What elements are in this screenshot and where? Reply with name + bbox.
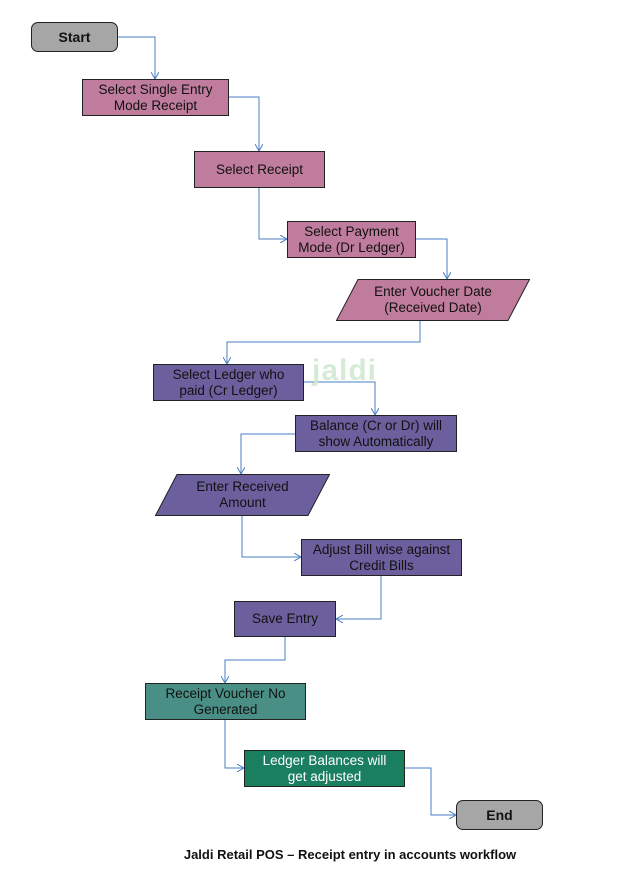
enter-voucher-date-label: Enter Voucher Date (Received Date)	[374, 284, 492, 315]
start-node: Start	[31, 22, 118, 52]
enter-voucher-date-shape	[336, 279, 530, 321]
connector-arrow-3	[258, 188, 287, 239]
connector-arrow-10	[225, 637, 286, 683]
balance-show-automatically-label: Balance (Cr or Dr) will show Automatical…	[309, 417, 443, 449]
select-payment-mode-node: Select Payment Mode (Dr Ledger)	[287, 221, 416, 258]
enter-received-amount-label: Enter Received Amount	[196, 479, 289, 510]
adjust-bill-wise-node: Adjust Bill wise against Credit Bills	[301, 539, 462, 576]
connector-arrow-4	[416, 238, 447, 279]
ledger-balances-adjusted-node: Ledger Balances will get adjusted	[244, 750, 405, 787]
select-single-entry-mode-receipt-node: Select Single Entry Mode Receipt	[82, 79, 229, 116]
receipt-voucher-generated-node: Receipt Voucher No Generated	[145, 683, 306, 720]
enter-received-amount-shape	[155, 474, 330, 516]
connector-arrow-9	[336, 576, 382, 619]
adjust-bill-wise-label: Adjust Bill wise against Credit Bills	[312, 541, 451, 573]
end-node: End	[456, 800, 543, 830]
connector-arrow-2	[229, 96, 259, 151]
save-entry-label: Save Entry	[251, 611, 319, 626]
connector-arrow-7	[241, 433, 295, 474]
select-ledger-who-paid-node: Select Ledger who paid (Cr Ledger)	[153, 364, 304, 401]
start-label: Start	[58, 29, 91, 45]
select-single-entry-mode-receipt-label: Select Single Entry Mode Receipt	[98, 81, 213, 113]
receipt-voucher-generated-label: Receipt Voucher No Generated	[165, 685, 286, 717]
enter-voucher-date-node: Enter Voucher Date (Received Date)	[336, 279, 530, 321]
select-payment-mode-label: Select Payment Mode (Dr Ledger)	[298, 223, 405, 255]
ledger-balances-adjusted-label: Ledger Balances will get adjusted	[262, 752, 387, 784]
enter-received-amount-node: Enter Received Amount	[155, 474, 330, 516]
end-label: End	[486, 807, 513, 823]
connector-arrow-1	[118, 36, 155, 79]
save-entry-node: Save Entry	[234, 601, 336, 637]
diagram-caption: Jaldi Retail POS – Receipt entry in acco…	[183, 847, 517, 862]
connector-arrow-11	[224, 720, 244, 768]
select-ledger-who-paid-label: Select Ledger who paid (Cr Ledger)	[172, 366, 285, 398]
connector-arrow-5	[227, 321, 421, 364]
connector-arrow-6	[304, 381, 375, 415]
connector-arrow-8	[241, 516, 301, 557]
jaldi-watermark-logo: jaldi	[312, 354, 378, 387]
balance-show-automatically-node: Balance (Cr or Dr) will show Automatical…	[295, 415, 457, 452]
connector-arrow-12	[405, 767, 456, 815]
select-receipt-label: Select Receipt	[215, 161, 304, 177]
select-receipt-node: Select Receipt	[194, 151, 325, 188]
